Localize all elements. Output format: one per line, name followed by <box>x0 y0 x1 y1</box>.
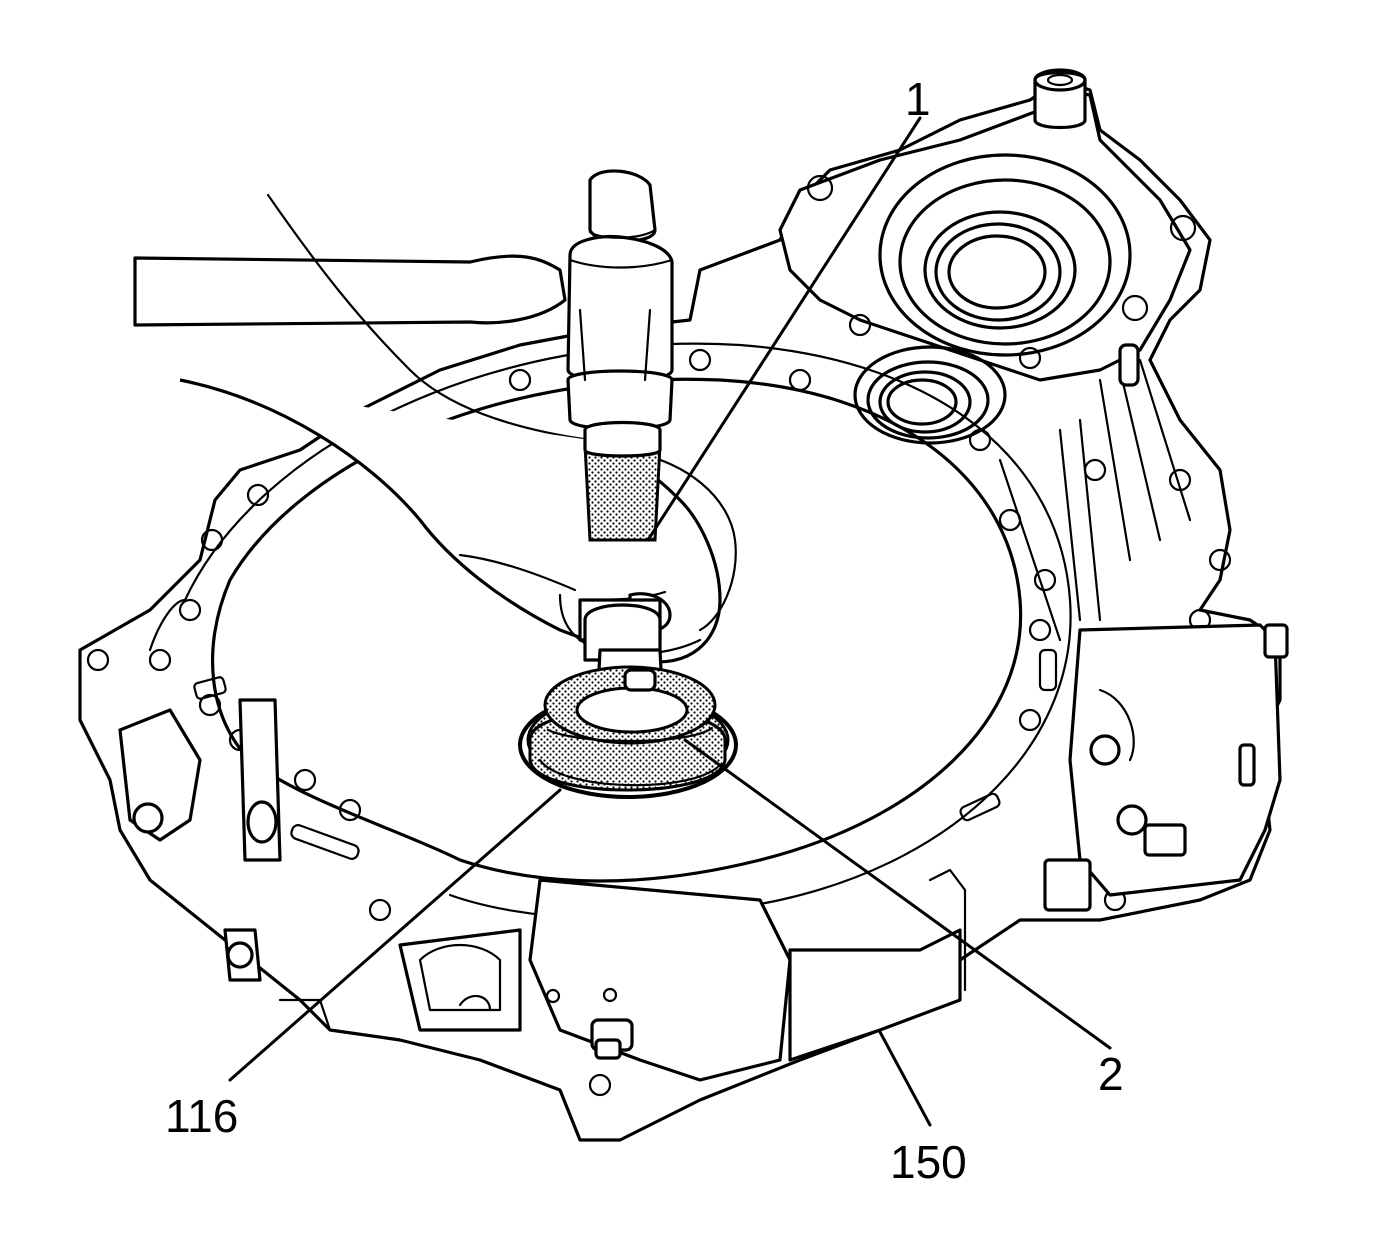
leader-116 <box>228 788 562 1082</box>
left-bracket <box>118 698 332 1032</box>
leader-2 <box>683 738 1112 1050</box>
callout-1: 1 <box>905 73 931 125</box>
leader-150 <box>878 1030 932 1127</box>
callout-2: 2 <box>1098 1048 1124 1100</box>
callout-150: 150 <box>890 1136 967 1188</box>
front-bracket <box>398 868 967 1082</box>
seal-with-installer <box>518 665 738 799</box>
axle-seal-upper <box>853 345 1007 445</box>
case-ribs-right <box>998 343 1192 642</box>
differential-housing <box>778 68 1197 382</box>
callout-labels: 1 2 116 150 <box>165 73 1124 1188</box>
solenoid-block <box>1043 623 1289 912</box>
leader-1 <box>646 116 922 542</box>
hammer <box>566 169 674 431</box>
callout-116: 116 <box>165 1090 238 1142</box>
leader-lines <box>228 116 1112 1127</box>
